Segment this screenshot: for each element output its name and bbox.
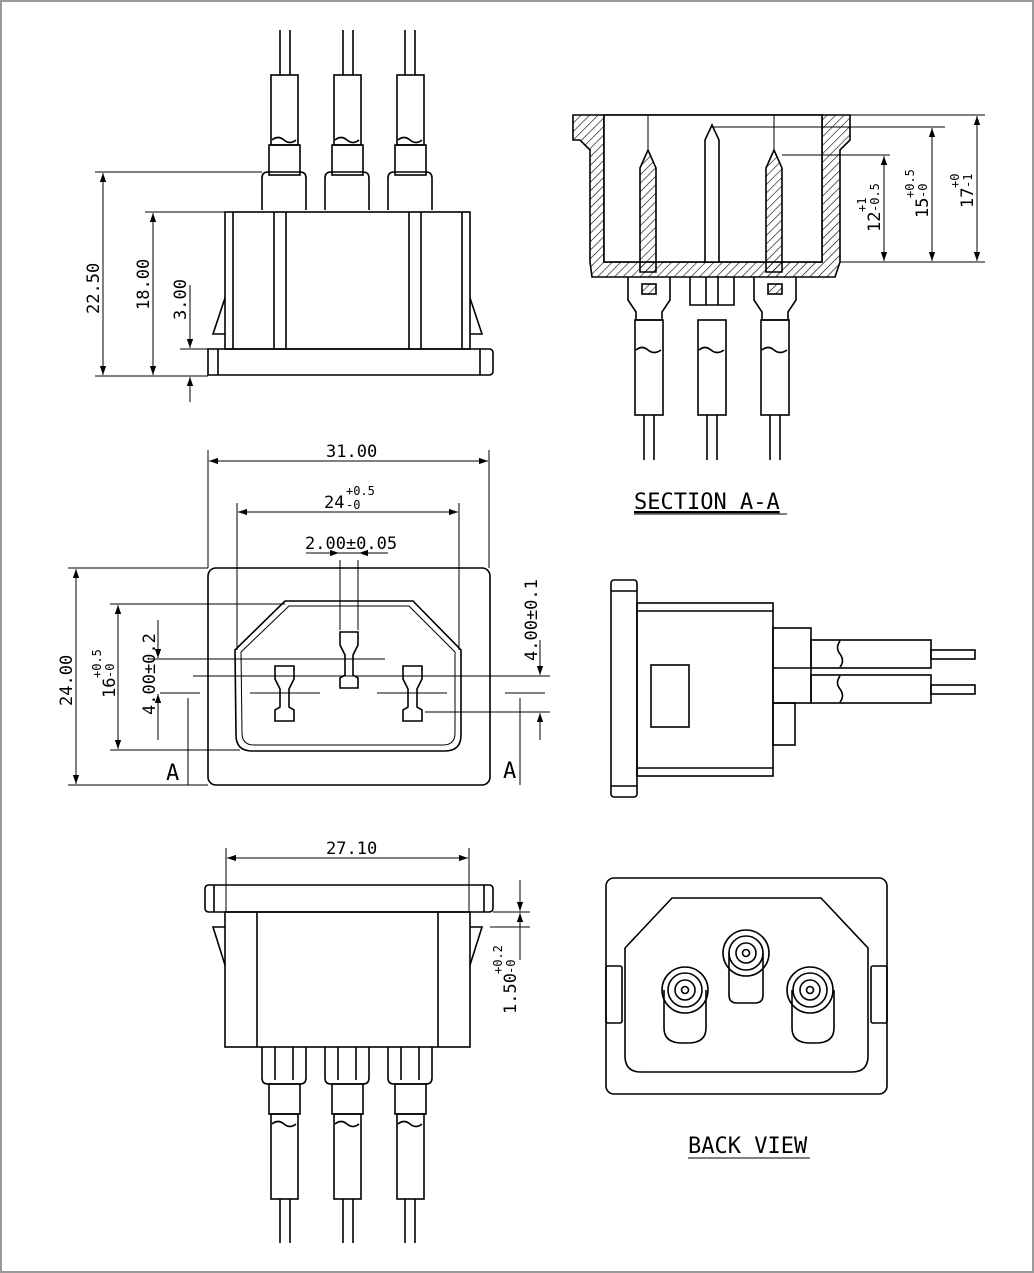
dim-12-main: 12 [865, 212, 885, 232]
bottom-view: 27.10 1.50 +0.2 -0 [204, 839, 530, 1243]
dim-17-main: 17 [958, 188, 978, 208]
dim-24-main: 24 [324, 493, 344, 513]
side-view-top: 22.50 18.00 3.00 [84, 30, 494, 402]
dim-3-00: 3.00 [171, 279, 191, 320]
dim-15-main: 15 [913, 198, 933, 218]
dim-4-00-right: 4.00±0.1 [522, 579, 542, 661]
section-mark-left: A [166, 761, 179, 786]
dim-24-00: 24.00 [57, 655, 77, 706]
dim-18-00: 18.00 [134, 259, 154, 310]
section-mark-right: A [503, 759, 516, 784]
dim-22-50: 22.50 [84, 263, 104, 314]
dim-31-00: 31.00 [326, 442, 377, 462]
dim-24-tol-lo: -0 [346, 498, 360, 512]
section-title: SECTION A-A [634, 490, 780, 515]
dim-12-tol-up: +1 [855, 198, 869, 212]
dim-1-50-tol-up: +0.2 [491, 945, 505, 974]
section-view: 12 +1 -0.5 15 +0.5 -0 17 +0 -1 SECTION A… [572, 114, 985, 515]
back-view-title: BACK VIEW [688, 1134, 808, 1159]
dim-16-tol-up: +0.5 [90, 649, 104, 678]
dim-24-tol-up: +0.5 [346, 484, 375, 498]
dim-17-tol-lo: -1 [961, 174, 975, 188]
dim-1-50-main: 1.50 [501, 973, 521, 1014]
dim-15-tol-up: +0.5 [903, 169, 917, 198]
dim-17-tol-up: +0 [948, 174, 962, 188]
side-view-right [610, 579, 976, 798]
dim-12-tol-lo: -0.5 [868, 183, 882, 212]
dim-4-00-left: 4.00±0.2 [140, 633, 160, 715]
front-view: 31.00 24 +0.5 -0 2.00±0.05 24.00 16 +0.5… [57, 442, 550, 786]
dim-15-tol-lo: -0 [916, 184, 930, 198]
dim-16-tol-lo: -0 [103, 664, 117, 678]
dim-2-00: 2.00±0.05 [305, 534, 397, 554]
dim-1-50-tol-lo: -0 [504, 960, 518, 974]
dim-27-10: 27.10 [326, 839, 377, 859]
dim-16-main: 16 [100, 678, 120, 698]
back-view: BACK VIEW [605, 877, 888, 1159]
